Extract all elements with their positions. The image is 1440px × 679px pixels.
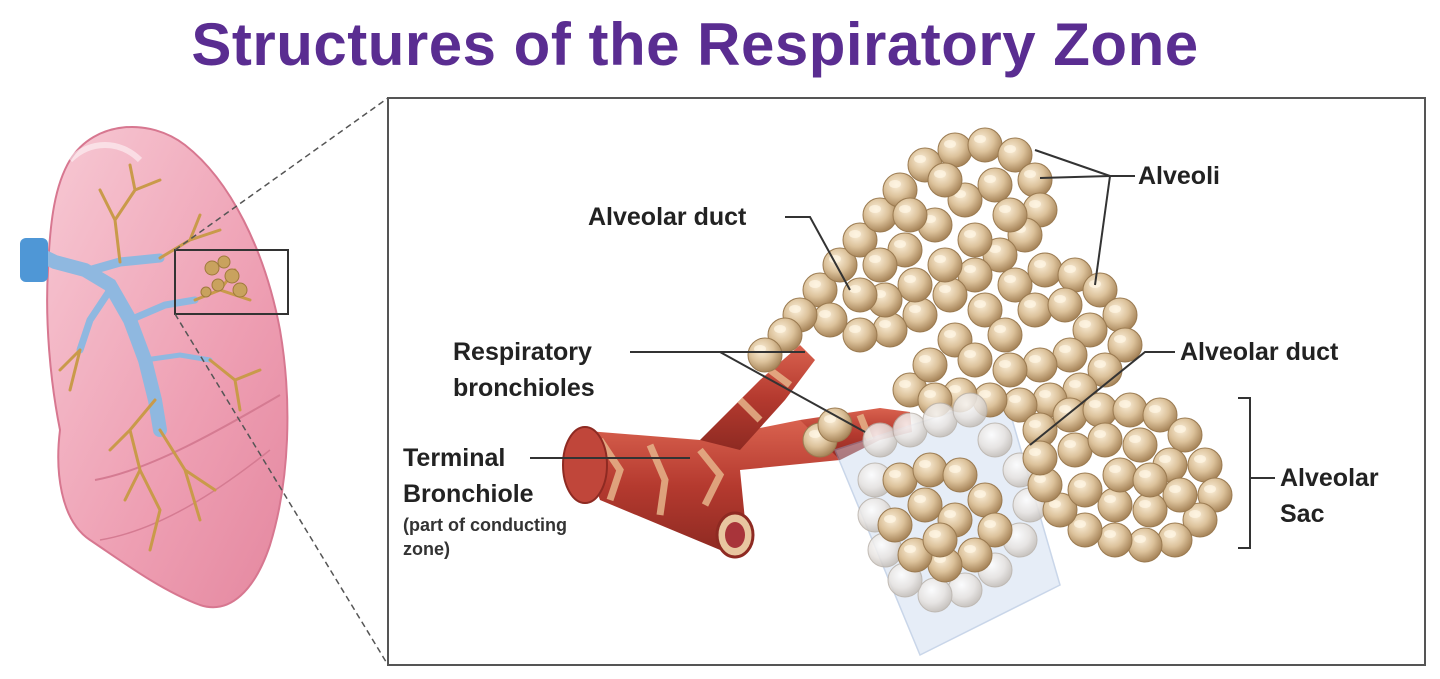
label-alveolar-sac-line1: Alveolar	[1280, 464, 1379, 492]
label-terminal-note-line2: zone)	[403, 539, 450, 559]
label-alveolar-duct-top: Alveolar duct	[588, 203, 747, 231]
label-respiratory-line2: bronchioles	[453, 374, 595, 402]
label-alveoli: Alveoli	[1138, 162, 1220, 190]
page-title: Structures of the Respiratory Zone	[191, 11, 1199, 78]
lung-illustration	[20, 126, 289, 609]
zoom-box	[174, 249, 289, 315]
label-alveolar-sac-line2: Sac	[1280, 500, 1325, 528]
label-terminal-note-line1: (part of conducting	[403, 515, 567, 535]
label-terminal-line2: Bronchiole	[403, 480, 534, 508]
leader-lines	[530, 149, 1275, 549]
label-terminal-line1: Terminal	[403, 444, 506, 472]
zoom-line-top	[174, 97, 389, 251]
label-respiratory-line1: Respiratory	[453, 338, 592, 366]
label-alveolar-duct-right: Alveolar duct	[1180, 338, 1339, 366]
zoom-line-bottom	[174, 313, 389, 666]
